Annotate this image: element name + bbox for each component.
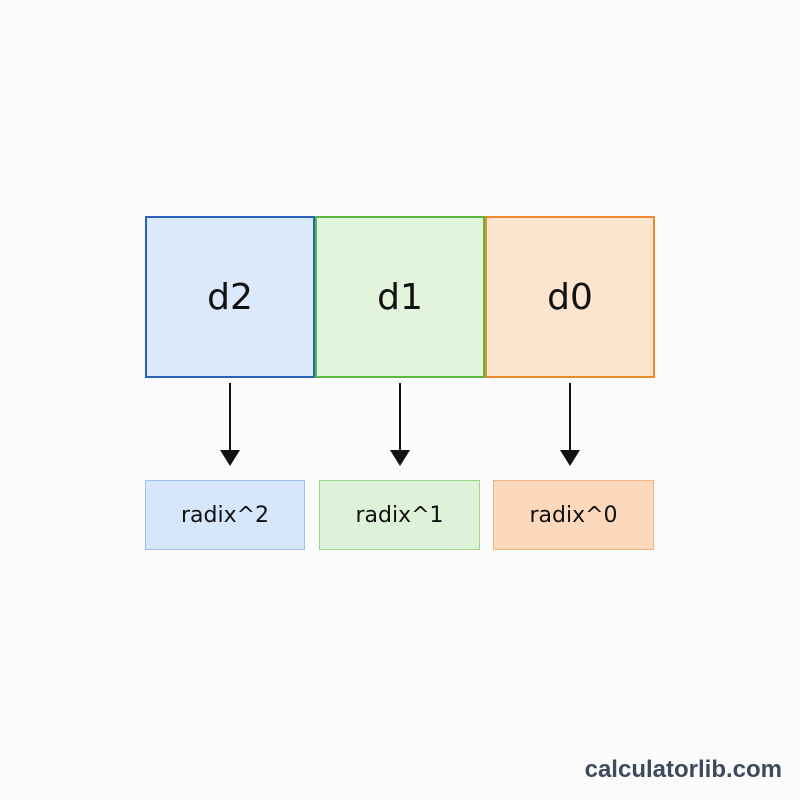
digit-box-d0: d0 bbox=[485, 216, 655, 378]
digit-box-d1: d1 bbox=[315, 216, 485, 378]
watermark: calculatorlib.com bbox=[584, 756, 782, 783]
weight-label-radix-2: radix^2 bbox=[180, 502, 270, 528]
arrow-d1 bbox=[390, 383, 410, 466]
digit-label-d0: d0 bbox=[547, 276, 593, 318]
arrow-d0 bbox=[560, 383, 580, 466]
digit-label-d2: d2 bbox=[207, 276, 253, 318]
arrow-d2 bbox=[220, 383, 240, 466]
digit-label-d1: d1 bbox=[377, 276, 423, 318]
digit-box-d2: d2 bbox=[145, 216, 315, 378]
weight-label-radix-0: radix^0 bbox=[529, 502, 618, 528]
weight-box-radix-1: radix^1 bbox=[319, 480, 480, 550]
weight-box-radix-2: radix^2 bbox=[145, 480, 305, 550]
weight-box-radix-0: radix^0 bbox=[493, 480, 654, 550]
weight-label-radix-1: radix^1 bbox=[355, 502, 444, 528]
